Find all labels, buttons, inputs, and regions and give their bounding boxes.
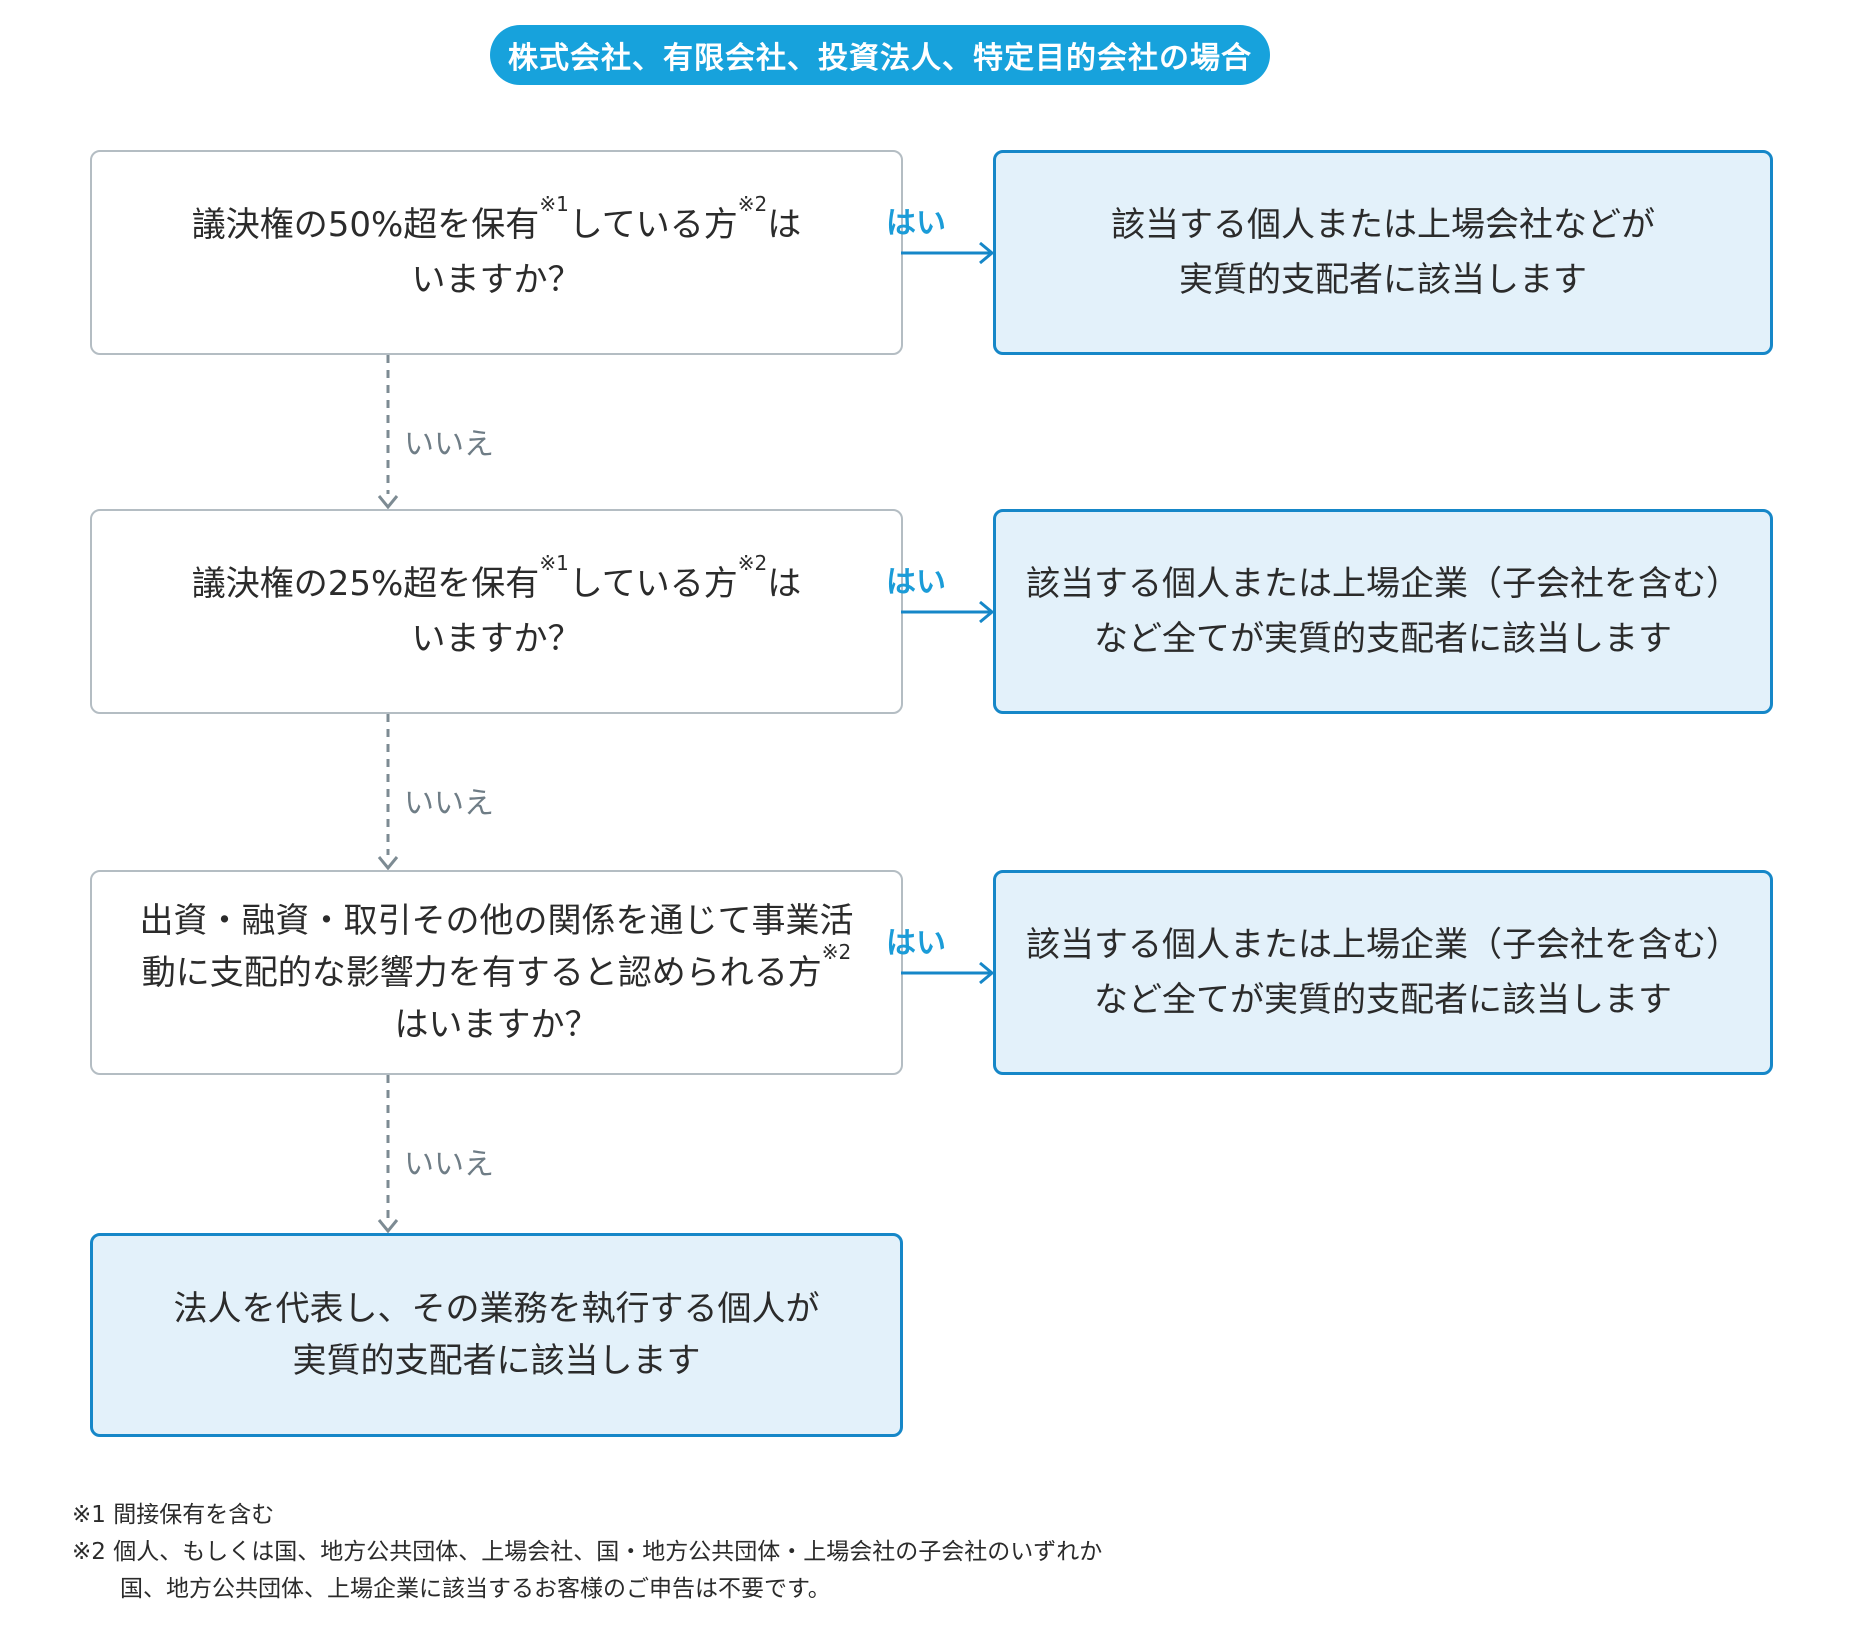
title-text: 株式会社、有限会社、投資法人、特定目的会社の場合 — [508, 41, 1252, 76]
footnote-2-continued: 国、地方公共団体、上場企業に該当するお客様のご申告は不要です。 — [120, 1576, 831, 1602]
footnote-ref-1: ※1 — [539, 192, 569, 217]
yes-arrow-2 — [901, 600, 995, 624]
no-arrow-3 — [377, 1075, 399, 1233]
question-3-line-1: 出資・融資・取引その他の関係を通じて事業活 — [139, 900, 854, 941]
yes-label-3: はい — [886, 926, 946, 961]
result-3-line-1: 該当する個人または上場企業（子会社を含む） — [1026, 924, 1740, 965]
question-box-1: 議決権の50%超を保有※1している方※2は いますか？ — [90, 150, 903, 355]
question-1-line-1: 議決権の50%超を保有※1している方※2は — [191, 194, 802, 253]
result-1-line-2: 実質的支配者に該当します — [1179, 259, 1587, 300]
final-line-1: 法人を代表し、その業務を執行する個人が — [173, 1289, 820, 1329]
result-box-1: 該当する個人または上場会社などが 実質的支配者に該当します — [993, 150, 1773, 355]
question-box-3: 出資・融資・取引その他の関係を通じて事業活 動に支配的な影響力を有すると認められ… — [90, 870, 903, 1075]
question-2-segment: 議決権の25%超を保有 — [191, 563, 540, 604]
question-3-line-2: 動に支配的な影響力を有すると認められる方※2 — [141, 942, 851, 999]
footnote-ref-2: ※2 — [821, 940, 852, 965]
yes-label-2: はい — [886, 565, 946, 600]
no-arrow-2 — [377, 714, 399, 870]
question-3-line-3: はいますか？ — [394, 1004, 599, 1045]
result-box-2: 該当する個人または上場企業（子会社を含む） など全てが実質的支配者に該当します — [993, 509, 1773, 714]
footnote-ref-2: ※2 — [737, 551, 768, 576]
result-box-3: 該当する個人または上場企業（子会社を含む） など全てが実質的支配者に該当します — [993, 870, 1773, 1075]
result-2-line-2: など全てが実質的支配者に該当します — [1094, 618, 1672, 659]
footnotes: ※1 間接保有を含む ※2 個人、もしくは国、地方公共団体、上場会社、国・地方公… — [72, 1497, 1102, 1608]
yes-label-1: はい — [886, 206, 946, 241]
no-arrow-1 — [377, 355, 399, 509]
no-label-1: いいえ — [404, 427, 494, 462]
footnote-ref-2: ※2 — [737, 192, 768, 217]
question-2-segment: している方 — [568, 563, 738, 604]
question-1-segment: している方 — [568, 204, 738, 245]
question-2-line-1: 議決権の25%超を保有※1している方※2は — [191, 553, 802, 612]
question-1-segment: 議決権の50%超を保有 — [191, 204, 540, 245]
footnote-1: ※1 間接保有を含む — [72, 1502, 275, 1528]
no-label-3: いいえ — [404, 1147, 494, 1182]
result-1-line-1: 該当する個人または上場会社などが — [1111, 204, 1655, 245]
question-2-segment: は — [767, 563, 802, 604]
question-1-segment: は — [767, 204, 802, 245]
result-3-line-2: など全てが実質的支配者に該当します — [1094, 979, 1672, 1020]
question-2-line-2: いますか？ — [411, 618, 582, 659]
final-result-box: 法人を代表し、その業務を執行する個人が 実質的支配者に該当します — [90, 1233, 903, 1437]
no-label-2: いいえ — [404, 786, 494, 821]
footnote-2: ※2 個人、もしくは国、地方公共団体、上場会社、国・地方公共団体・上場会社の子会… — [72, 1539, 1103, 1565]
title-pill: 株式会社、有限会社、投資法人、特定目的会社の場合 — [490, 25, 1270, 85]
footnote-ref-1: ※1 — [539, 551, 569, 576]
yes-arrow-1 — [901, 241, 995, 265]
question-box-2: 議決権の25%超を保有※1している方※2は いますか？ — [90, 509, 903, 714]
yes-arrow-3 — [901, 961, 995, 985]
question-3-segment: 動に支配的な影響力を有すると認められる方 — [141, 952, 822, 993]
result-2-line-1: 該当する個人または上場企業（子会社を含む） — [1026, 563, 1740, 604]
final-line-2: 実質的支配者に該当します — [292, 1341, 701, 1381]
question-1-line-2: いますか？ — [411, 259, 582, 300]
